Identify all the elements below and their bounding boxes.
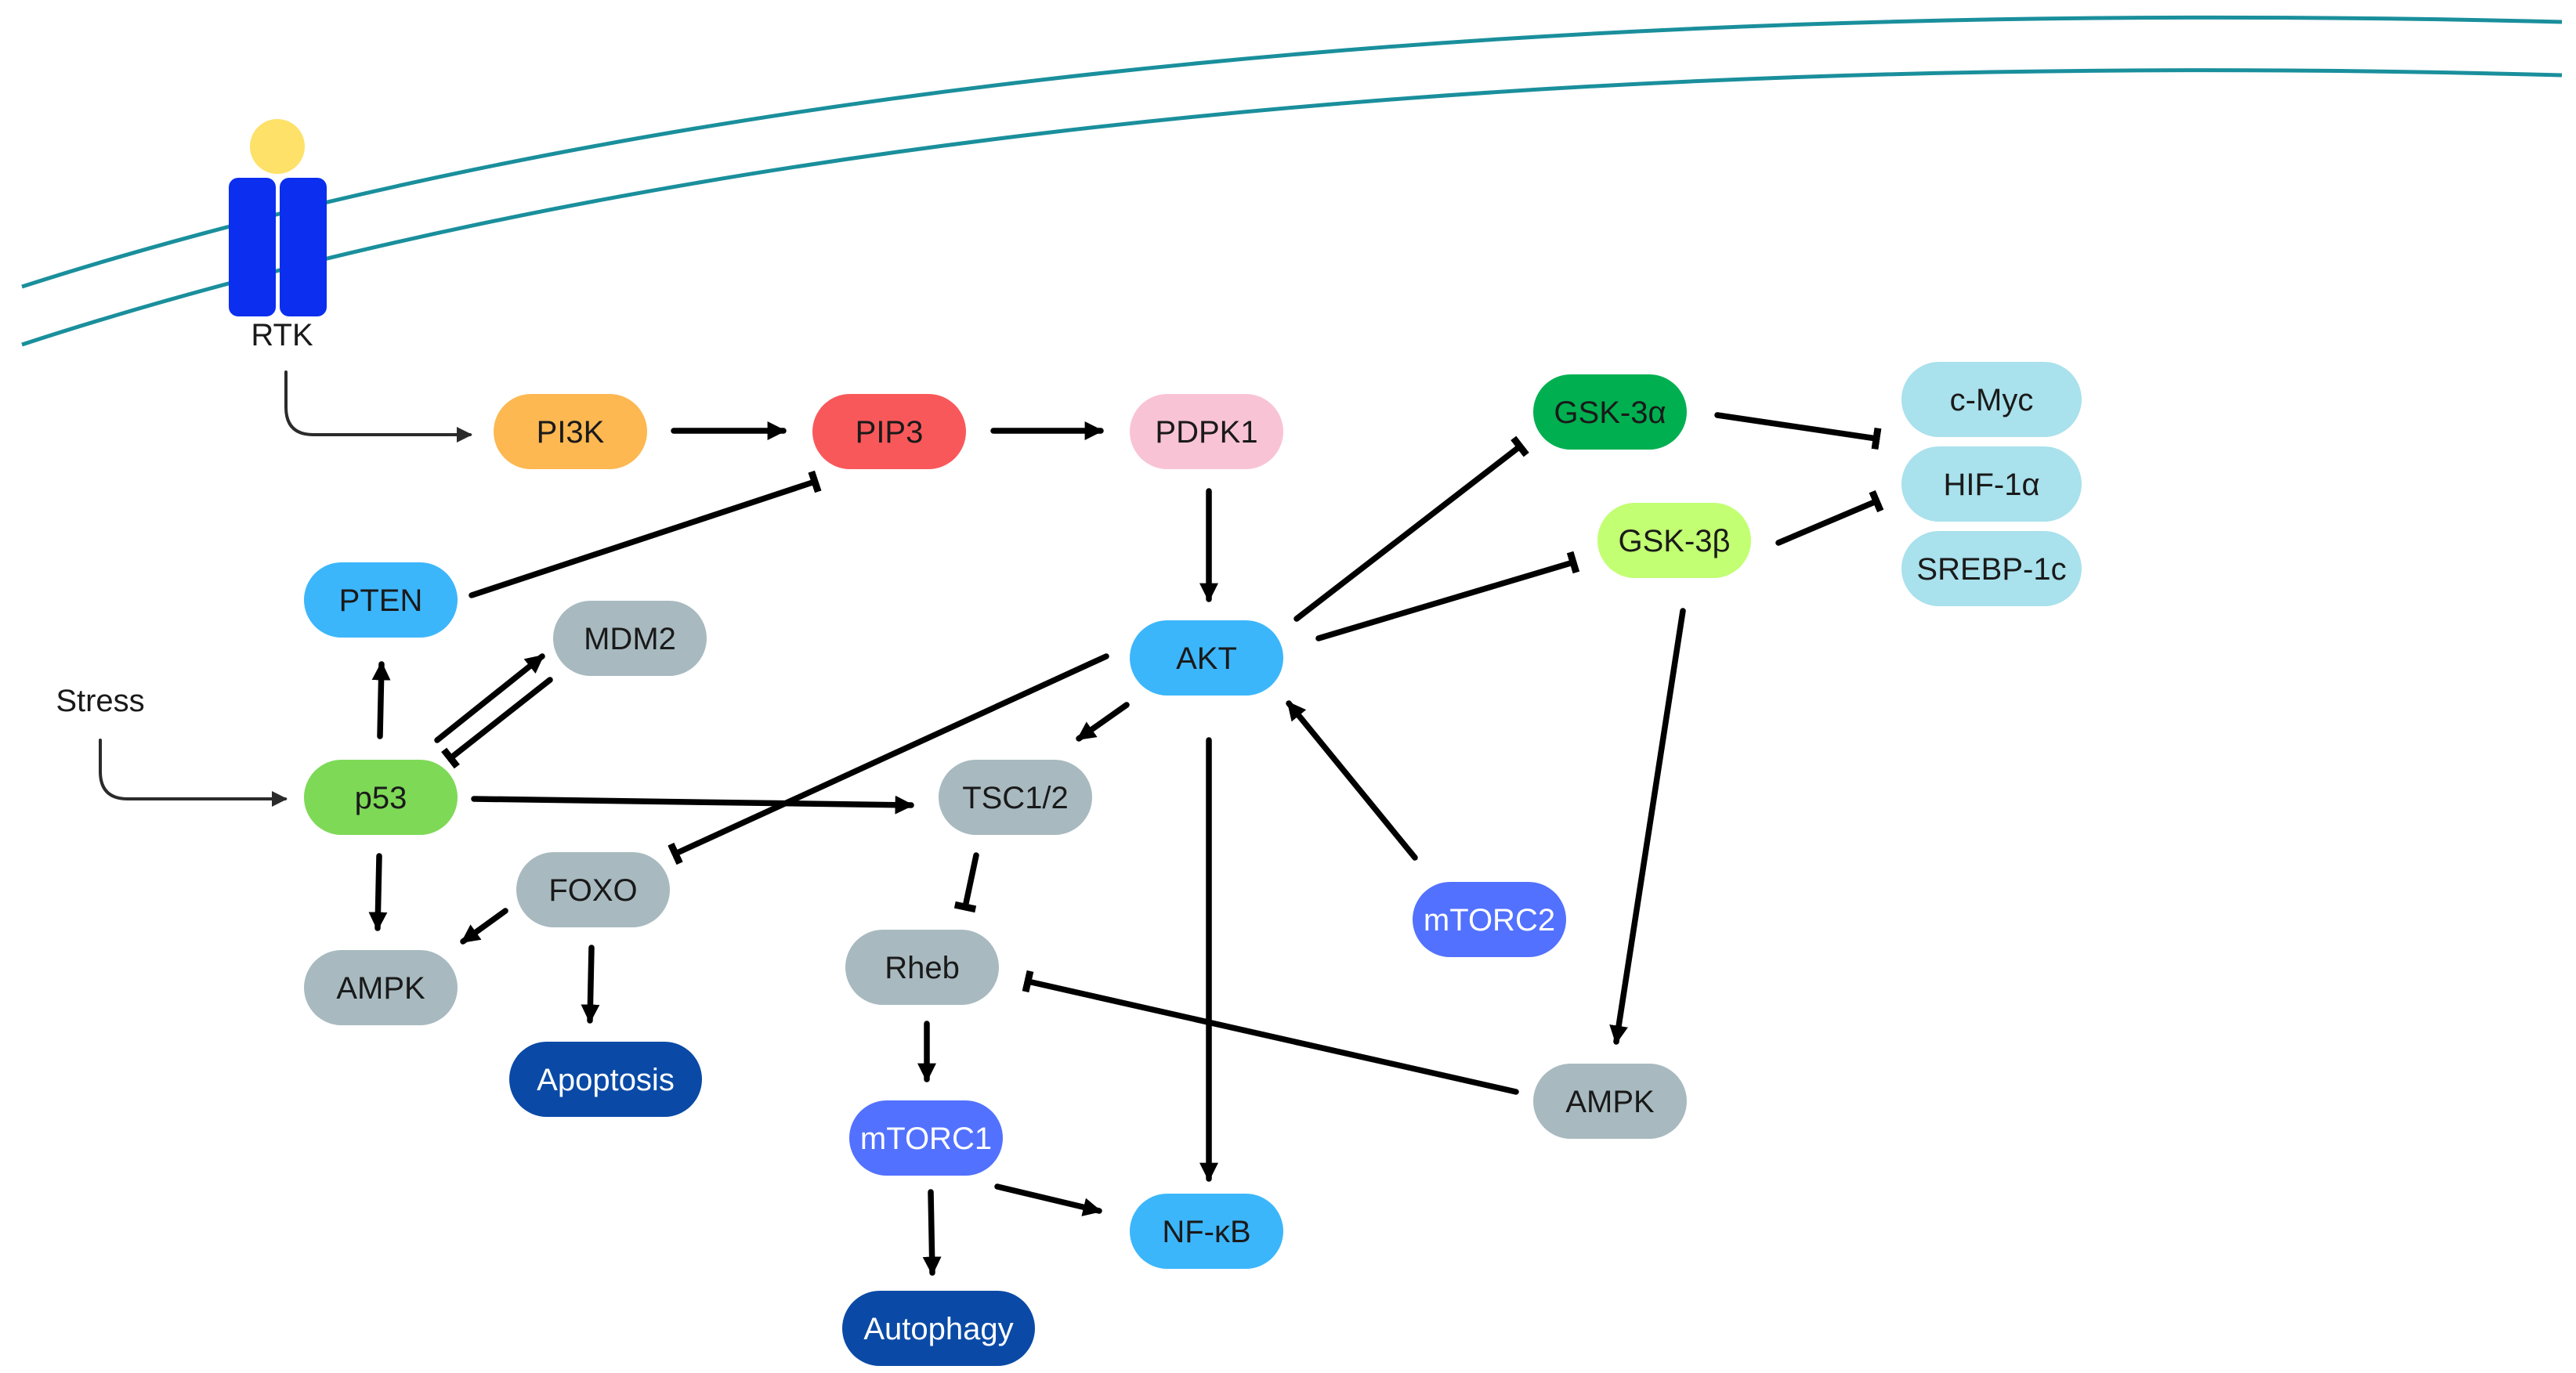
node-label: AKT bbox=[1176, 641, 1237, 676]
node-label: NF-κB bbox=[1162, 1215, 1250, 1249]
node-label: FOXO bbox=[548, 873, 637, 908]
edge-mdm2-inhibits-p53 bbox=[441, 677, 553, 769]
edge-gsk3a-inhibits-cmyc bbox=[1714, 412, 1882, 450]
edges bbox=[99, 370, 1884, 1276]
node-label: GSK-3α bbox=[1554, 396, 1666, 430]
edge-akt-inhibits-gsk3b bbox=[1315, 551, 1580, 641]
edge-gsk3b-inhibits-targets bbox=[1775, 490, 1884, 546]
node-label: AMPK bbox=[336, 971, 425, 1006]
edge-foxo-to-ampk bbox=[460, 908, 508, 945]
edge-mtorc1-to-nfkb bbox=[994, 1183, 1102, 1216]
node-nfkb: NF-κB bbox=[1130, 1194, 1283, 1269]
node-label: AMPK bbox=[1565, 1085, 1655, 1119]
edge-akt-to-tsc12 bbox=[1076, 702, 1130, 742]
node-mtorc2: mTORC2 bbox=[1413, 882, 1566, 957]
rtk-receptor: RTK bbox=[229, 119, 327, 352]
node-p53: p53 bbox=[304, 760, 458, 835]
membrane-inner-line bbox=[21, 68, 2563, 347]
node-mdm2: MDM2 bbox=[553, 601, 707, 676]
node-label: GSK-3β bbox=[1618, 524, 1730, 558]
node-rheb: Rheb bbox=[845, 930, 999, 1005]
node-label: Apoptosis bbox=[537, 1063, 675, 1097]
edge-p53-to-tsc12 bbox=[471, 795, 914, 815]
node-label: p53 bbox=[355, 781, 407, 815]
edge-rtk-to-pi3k bbox=[284, 370, 472, 443]
node-pi3k: PI3K bbox=[494, 394, 647, 469]
receptor-right-subunit bbox=[280, 178, 327, 316]
edge-tsc12-inhibits-rheb bbox=[953, 852, 979, 913]
node-label: PI3K bbox=[537, 415, 605, 450]
edge-gsk3b-to-ampk bbox=[1609, 608, 1686, 1045]
node-label: mTORC1 bbox=[860, 1122, 992, 1156]
edge-pten-inhibits-pip3 bbox=[469, 470, 822, 598]
edge-foxo-to-apoptosis bbox=[581, 945, 600, 1024]
edge-p53-to-mdm2 bbox=[434, 653, 545, 743]
edge-stress-to-p53 bbox=[99, 739, 288, 807]
edge-akt-inhibits-gsk3a bbox=[1293, 435, 1529, 622]
node-foxo: FOXO bbox=[516, 852, 670, 927]
edge-akt-inhibits-foxo bbox=[668, 653, 1109, 865]
node-label: c-Myc bbox=[1950, 383, 2034, 417]
node-label: TSC1/2 bbox=[962, 781, 1069, 815]
node-hif1a: HIF-1α bbox=[1901, 446, 2082, 522]
node-pdpk1: PDPK1 bbox=[1130, 394, 1283, 469]
nodes: PI3K PIP3 PDPK1 PTEN MDM2 p53 AKT TSC1/ bbox=[304, 362, 2082, 1366]
node-cmyc: c-Myc bbox=[1901, 362, 2082, 437]
node-label: Rheb bbox=[885, 951, 960, 985]
node-label: SREBP-1c bbox=[1916, 552, 2066, 587]
node-mtorc1: mTORC1 bbox=[849, 1100, 1003, 1176]
edge-p53-to-ampk bbox=[368, 853, 388, 931]
node-autophagy: Autophagy bbox=[842, 1291, 1035, 1366]
node-label: Autophagy bbox=[863, 1312, 1013, 1346]
edge-p53-to-pten bbox=[371, 661, 391, 739]
node-srebp1c: SREBP-1c bbox=[1901, 531, 2082, 606]
receptor-ligand-icon bbox=[250, 119, 305, 174]
rtk-label: RTK bbox=[251, 318, 313, 352]
node-label: PTEN bbox=[339, 584, 423, 618]
membrane-outer-line bbox=[21, 15, 2563, 289]
node-label: mTORC2 bbox=[1424, 903, 1555, 938]
node-gsk3b: GSK-3β bbox=[1597, 503, 1751, 578]
node-akt: AKT bbox=[1130, 620, 1283, 696]
node-label: MDM2 bbox=[584, 622, 676, 656]
node-label: PIP3 bbox=[856, 415, 924, 450]
node-label: HIF-1α bbox=[1943, 468, 2039, 502]
stress-label: Stress bbox=[56, 684, 144, 718]
node-label: PDPK1 bbox=[1155, 415, 1257, 450]
node-tsc12: TSC1/2 bbox=[939, 760, 1092, 835]
edge-mtorc2-to-akt bbox=[1286, 700, 1418, 861]
node-ampk-left: AMPK bbox=[304, 950, 458, 1025]
node-ampk-right: AMPK bbox=[1533, 1064, 1687, 1139]
node-pip3: PIP3 bbox=[812, 394, 966, 469]
node-apoptosis: Apoptosis bbox=[509, 1042, 702, 1117]
cell-membrane bbox=[21, 15, 2563, 347]
edge-mtorc1-to-autophagy bbox=[922, 1189, 942, 1276]
node-gsk3a: GSK-3α bbox=[1533, 374, 1687, 450]
receptor-left-subunit bbox=[229, 178, 276, 316]
edge-ampk-inhibits-rheb bbox=[1022, 970, 1519, 1095]
node-pten: PTEN bbox=[304, 562, 458, 638]
